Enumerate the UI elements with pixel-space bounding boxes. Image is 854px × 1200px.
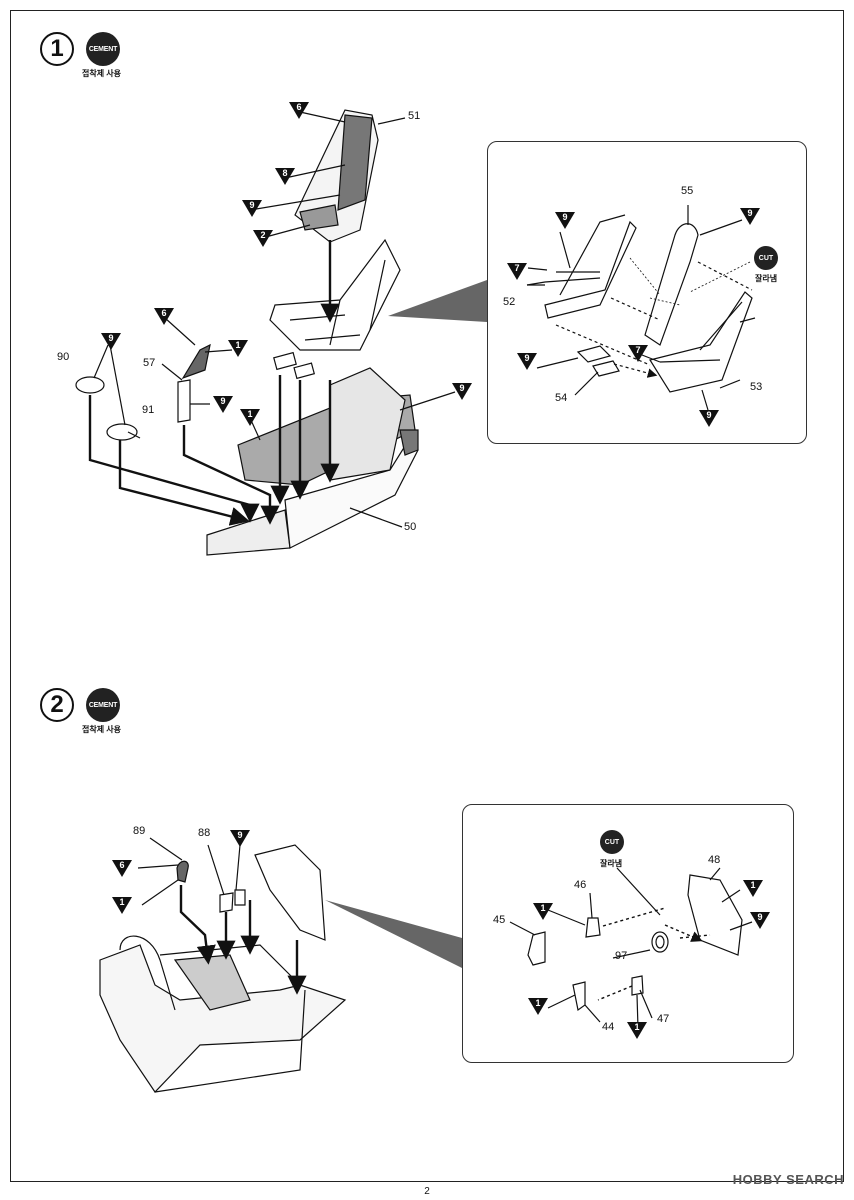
color-callout: 9 bbox=[750, 912, 770, 930]
cut-icon: CUT bbox=[600, 830, 624, 854]
color-callout: 1 bbox=[743, 880, 763, 898]
detail-callout-1 bbox=[487, 141, 807, 444]
part-number: 50 bbox=[404, 521, 417, 533]
step-number-1: 1 bbox=[40, 32, 74, 66]
part-number: 89 bbox=[133, 825, 146, 837]
part-number: 44 bbox=[602, 1021, 615, 1033]
cockpit-assembly bbox=[99, 944, 347, 1093]
part-number: 97 bbox=[615, 950, 628, 962]
color-callout: 1 bbox=[528, 998, 548, 1016]
color-callout: 9 bbox=[242, 200, 262, 218]
part-number: 47 bbox=[657, 1013, 670, 1025]
page-frame bbox=[10, 10, 844, 1182]
color-callout: 9 bbox=[230, 830, 250, 848]
cut-label: CUT bbox=[758, 254, 774, 262]
cement-caption: 접착제 사용 bbox=[82, 69, 122, 78]
color-callout: 6 bbox=[112, 860, 132, 878]
part-57 bbox=[177, 379, 191, 423]
color-callout: 9 bbox=[452, 383, 472, 401]
color-callout: 9 bbox=[699, 410, 719, 428]
color-callout: 1 bbox=[228, 340, 248, 358]
part-number: 51 bbox=[408, 110, 421, 122]
part-number: 45 bbox=[493, 914, 506, 926]
part-number: 57 bbox=[143, 357, 156, 369]
seat-frame bbox=[269, 238, 401, 351]
color-callout: 1 bbox=[112, 897, 132, 915]
cement-label: CEMENT bbox=[88, 701, 118, 709]
color-callout: 1 bbox=[240, 409, 260, 427]
cut-caption: 잘라냄 bbox=[600, 859, 623, 868]
color-callout: 2 bbox=[253, 230, 273, 248]
cement-caption: 접착제 사용 bbox=[82, 725, 122, 734]
color-callout: 1 bbox=[627, 1022, 647, 1040]
watermark: HOBBY SEARCH bbox=[732, 1172, 844, 1187]
color-callout: 9 bbox=[517, 353, 537, 371]
color-callout: 9 bbox=[213, 396, 233, 414]
color-callout: 6 bbox=[154, 308, 174, 326]
cut-icon: CUT bbox=[754, 246, 778, 270]
part-number: 53 bbox=[750, 381, 763, 393]
part-number: 54 bbox=[555, 392, 568, 404]
color-callout: 6 bbox=[289, 102, 309, 120]
cut-caption: 잘라냄 bbox=[755, 274, 778, 283]
cement-icon: CEMENT bbox=[86, 688, 120, 722]
part-number: 90 bbox=[57, 351, 70, 363]
cement-icon: CEMENT bbox=[86, 32, 120, 66]
part-number: 48 bbox=[708, 854, 721, 866]
color-callout: 8 bbox=[275, 168, 295, 186]
step-2-label: 2 bbox=[50, 691, 64, 718]
color-callout: 7 bbox=[628, 345, 648, 363]
cut-label: CUT bbox=[604, 838, 620, 846]
part-number: 52 bbox=[503, 296, 516, 308]
color-callout: 7 bbox=[507, 263, 527, 281]
step-number-2: 2 bbox=[40, 688, 74, 722]
part-90 bbox=[75, 376, 105, 394]
part-number: 55 bbox=[681, 185, 694, 197]
part-number: 91 bbox=[142, 404, 155, 416]
color-callout: 9 bbox=[101, 333, 121, 351]
step-1-label: 1 bbox=[50, 35, 64, 62]
part-number: 46 bbox=[574, 879, 587, 891]
cement-label: CEMENT bbox=[88, 45, 118, 53]
part-number: 88 bbox=[198, 827, 211, 839]
color-callout: 9 bbox=[740, 208, 760, 226]
detail-callout-2 bbox=[462, 804, 794, 1063]
color-callout: 1 bbox=[533, 903, 553, 921]
page-number: 2 bbox=[424, 1186, 430, 1197]
part-91 bbox=[106, 423, 138, 441]
color-callout: 9 bbox=[555, 212, 575, 230]
